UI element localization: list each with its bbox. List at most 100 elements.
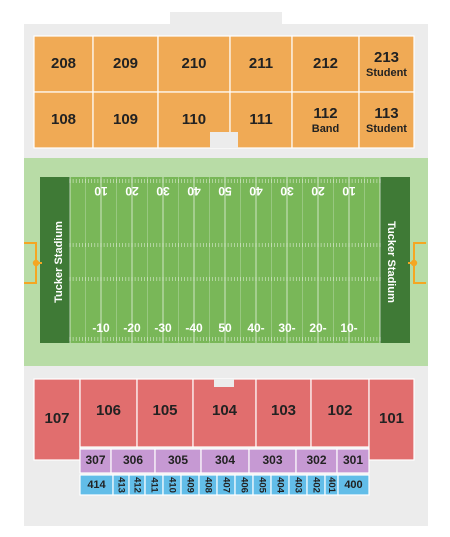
section-shape: [291, 35, 360, 93]
section-label: 402: [310, 477, 321, 493]
section-label: 400: [344, 479, 362, 491]
tunnel-notch: [214, 379, 234, 387]
section-shape: [136, 378, 194, 448]
section-412[interactable]: 412: [128, 474, 146, 496]
section-303[interactable]: 303: [248, 448, 297, 474]
section-label: 210: [181, 55, 206, 72]
section-label: 211: [249, 55, 273, 72]
section-405[interactable]: 405: [252, 474, 272, 496]
section-106[interactable]: 106: [79, 378, 138, 448]
section-shape: [229, 35, 293, 93]
yard-number-bottom: -20: [123, 321, 141, 335]
section-104[interactable]: 104: [192, 378, 257, 448]
section-402[interactable]: 402: [306, 474, 326, 496]
section-shape: [154, 448, 202, 474]
yard-number-top: 30: [156, 184, 170, 198]
section-label: 101: [379, 410, 404, 427]
yard-number-bottom: 50: [218, 321, 232, 335]
section-label: 104: [212, 402, 238, 419]
section-shape: [33, 378, 81, 461]
section-label: 404: [274, 477, 285, 494]
section-shape: [79, 448, 112, 474]
section-414[interactable]: 414: [79, 474, 114, 496]
section-403[interactable]: 403: [288, 474, 308, 496]
section-103[interactable]: 103: [255, 378, 312, 448]
section-label: 410: [166, 477, 177, 493]
section-label: 110: [182, 111, 206, 128]
section-109[interactable]: 109: [92, 91, 159, 149]
section-102[interactable]: 102: [310, 378, 370, 448]
section-301[interactable]: 301: [336, 448, 370, 474]
section-111[interactable]: 111: [229, 91, 293, 149]
section-413[interactable]: 413: [112, 474, 130, 496]
section-label: 405: [256, 477, 267, 494]
section-406[interactable]: 406: [234, 474, 254, 496]
section-209[interactable]: 209: [92, 35, 159, 93]
section-302[interactable]: 302: [295, 448, 338, 474]
section-sublabel: Student: [366, 67, 407, 79]
goalpost-left: [24, 242, 42, 284]
section-305[interactable]: 305: [154, 448, 202, 474]
section-409[interactable]: 409: [180, 474, 200, 496]
section-306[interactable]: 306: [110, 448, 156, 474]
section-label: 305: [168, 453, 188, 467]
section-label: 109: [113, 111, 138, 128]
section-shape: [255, 378, 312, 448]
section-shape: [92, 91, 159, 149]
section-404[interactable]: 404: [270, 474, 290, 496]
section-304[interactable]: 304: [200, 448, 250, 474]
section-label: 106: [96, 402, 121, 419]
section-label: 209: [113, 55, 138, 72]
section-408[interactable]: 408: [198, 474, 218, 496]
section-212[interactable]: 212: [291, 35, 360, 93]
section-shape: [336, 448, 370, 474]
section-411[interactable]: 411: [144, 474, 164, 496]
section-410[interactable]: 410: [162, 474, 182, 496]
section-label: 413: [115, 477, 126, 493]
section-label: 208: [51, 55, 76, 72]
section-101[interactable]: 101: [368, 378, 415, 461]
section-label: 403: [292, 477, 303, 493]
section-307[interactable]: 307: [79, 448, 112, 474]
hash-marks: [69, 179, 381, 341]
section-label: 412: [131, 477, 142, 493]
section-label: 406: [238, 477, 249, 493]
tunnel-notch: [210, 132, 238, 148]
section-label: 414: [87, 479, 106, 491]
section-label: 212: [313, 55, 338, 72]
yard-number-top: 50: [218, 184, 232, 198]
section-407[interactable]: 407: [216, 474, 236, 496]
yard-number-top: 10: [342, 184, 356, 198]
section-shape: [192, 378, 257, 448]
section-label: 213: [374, 49, 399, 66]
section-400[interactable]: 400: [337, 474, 370, 496]
yard-number-top: 20: [125, 184, 139, 198]
section-sublabel: Student: [366, 123, 407, 135]
yard-number-top: 40: [249, 184, 263, 198]
yard-number-bottom: -30: [154, 321, 172, 335]
section-210[interactable]: 210: [157, 35, 231, 93]
section-211[interactable]: 211: [229, 35, 293, 93]
section-shape: [33, 91, 94, 149]
section-label: 304: [215, 453, 235, 467]
section-label: 111: [249, 111, 272, 128]
section-107[interactable]: 107: [33, 378, 81, 461]
section-label: 409: [184, 477, 195, 493]
section-108[interactable]: 108: [33, 91, 94, 149]
section-105[interactable]: 105: [136, 378, 194, 448]
section-shape: [358, 35, 415, 93]
section-401[interactable]: 401: [324, 474, 339, 496]
endzone-right: [380, 177, 410, 343]
yard-lines: [69, 177, 381, 343]
section-208[interactable]: 208: [33, 35, 94, 93]
section-label: 103: [271, 402, 296, 419]
section-shape: [368, 378, 415, 461]
section-shape: [310, 378, 370, 448]
yard-number-top: 10: [94, 184, 108, 198]
